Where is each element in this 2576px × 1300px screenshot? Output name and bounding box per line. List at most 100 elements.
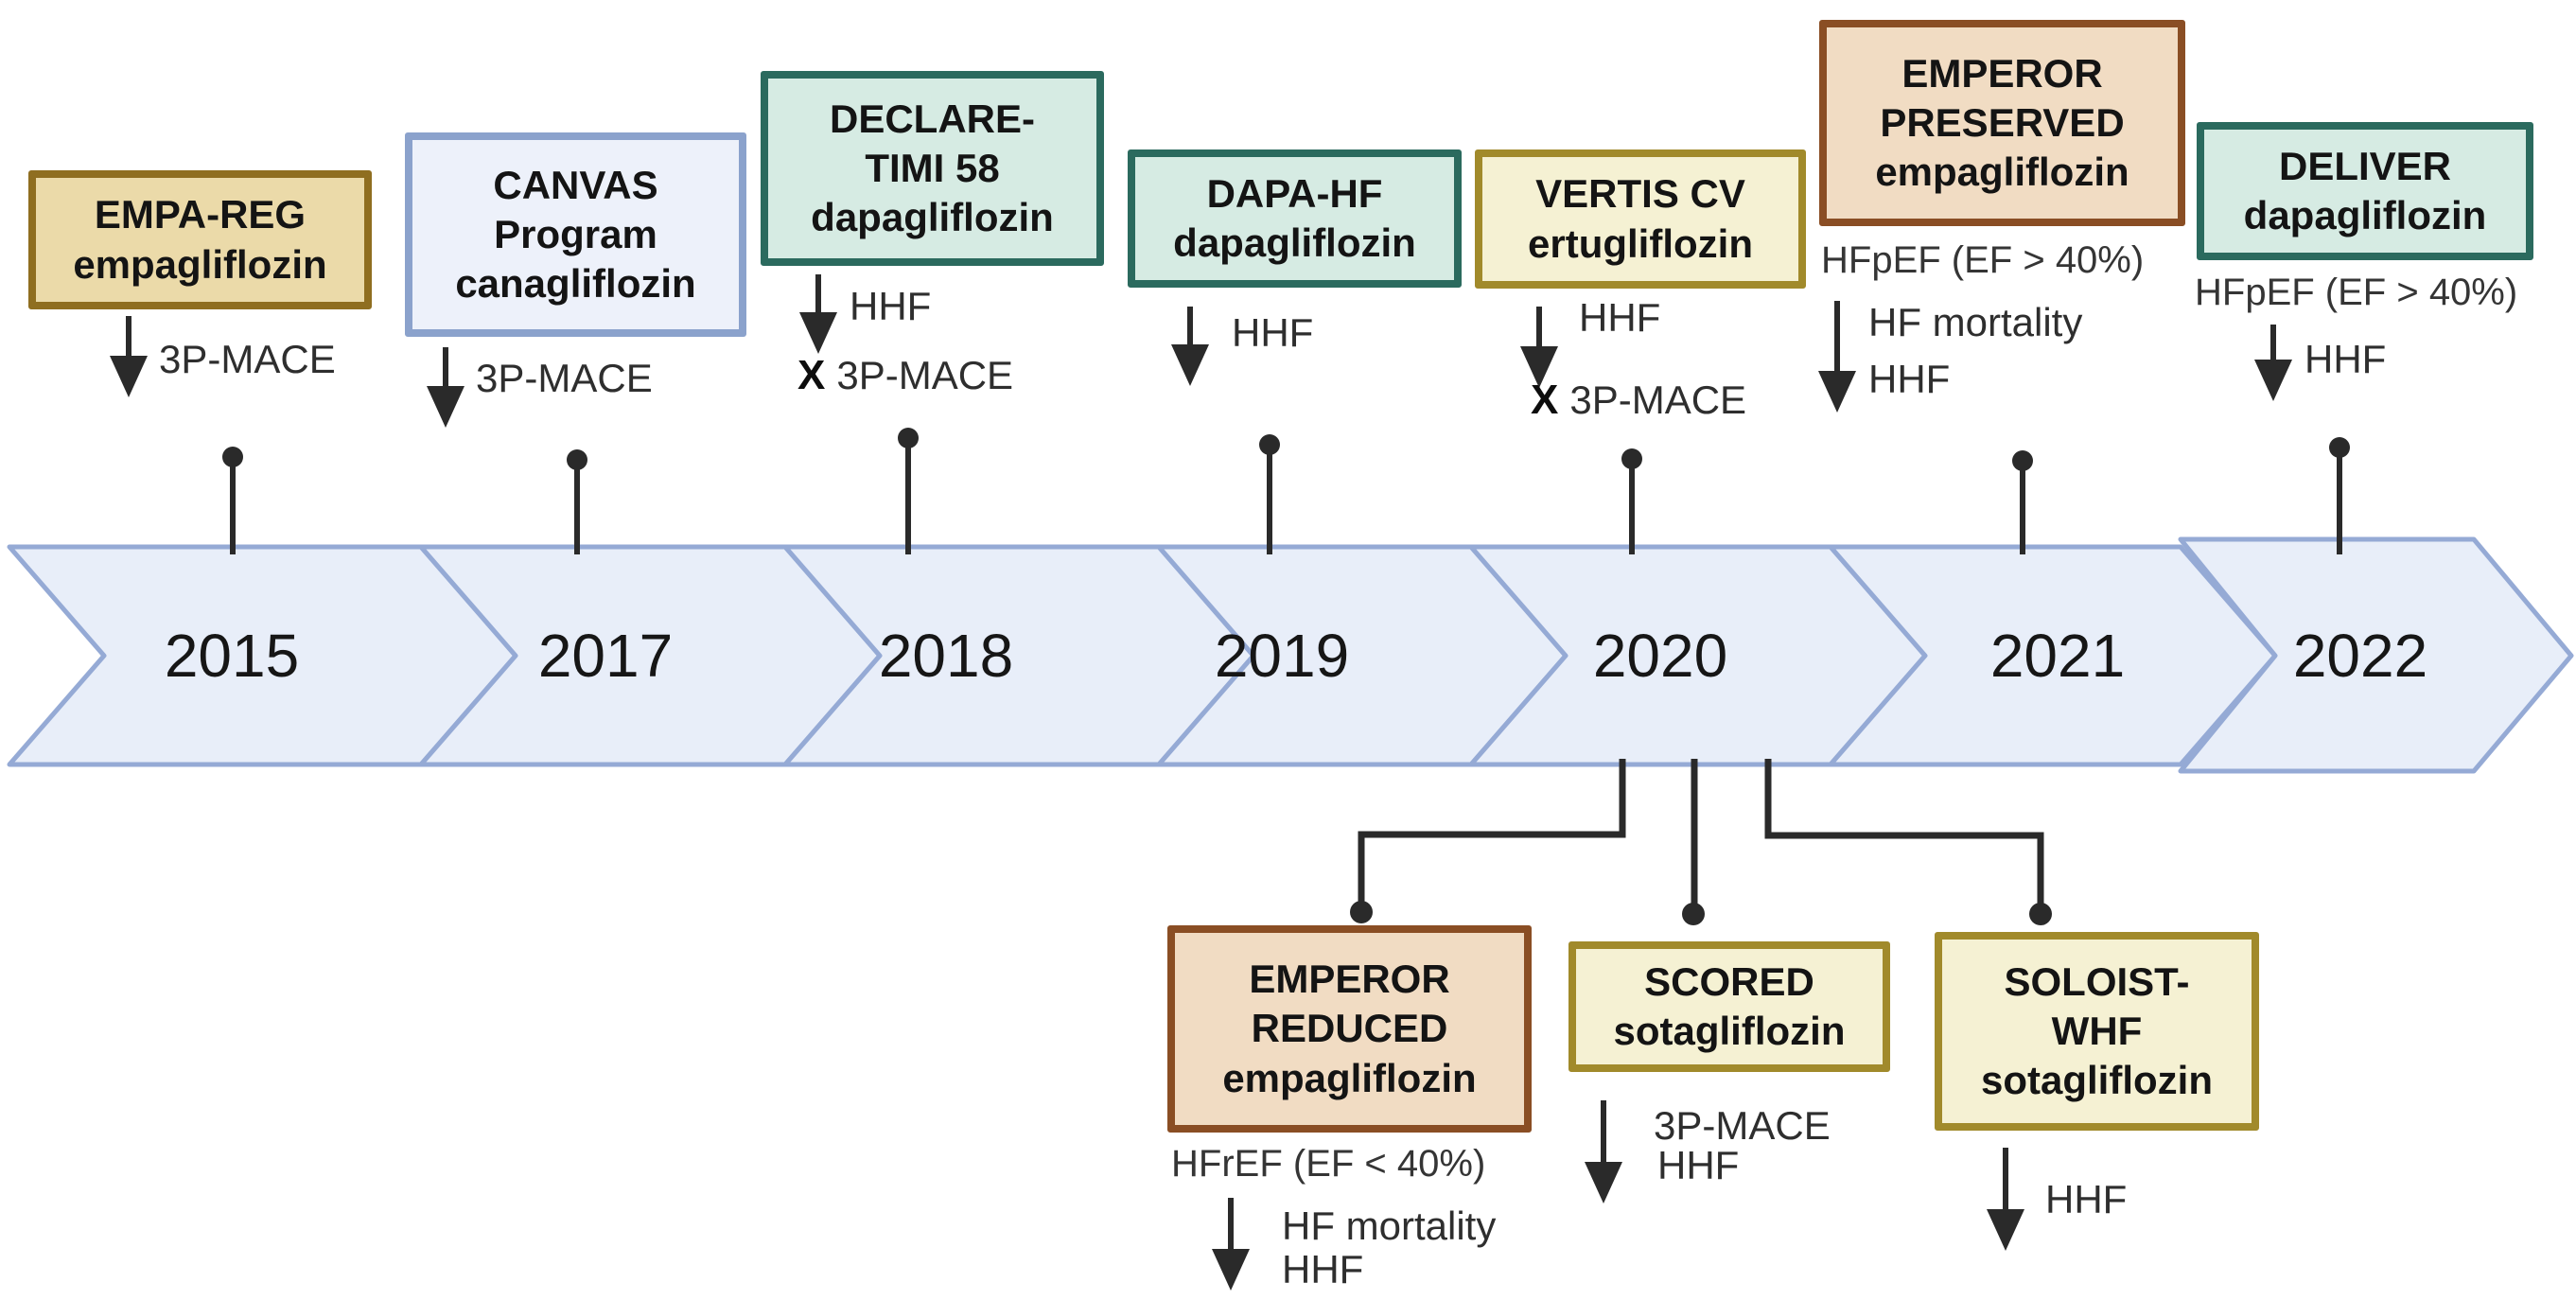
outcome-label-text: HF mortality xyxy=(1868,300,2083,344)
outcome-label-vertis-cv: HHF xyxy=(1579,295,1661,340)
outcome-label-emperor-reduced: HF mortality xyxy=(1282,1203,1497,1248)
year-label-2021: 2021 xyxy=(1990,622,2125,690)
down-arrow-head-emperor-preserved xyxy=(1818,371,1856,413)
trial-box-soloist-whf-line: sotagliflozin xyxy=(1981,1058,2213,1103)
no-benefit-x-mark: X xyxy=(797,352,826,398)
outcome-label-text: HF mortality xyxy=(1282,1203,1497,1248)
trial-box-scored-line: SCORED xyxy=(1644,958,1814,1004)
outcome-label-text: HHF xyxy=(1657,1143,1740,1187)
pin-dot-2015 xyxy=(222,447,243,467)
year-label-2019: 2019 xyxy=(1215,622,1349,690)
pin-dot-2022 xyxy=(2329,437,2350,458)
trial-box-scored-line: sotagliflozin xyxy=(1613,1009,1846,1053)
trial-box-vertis-cv-line: VERTIS CV xyxy=(1535,171,1745,217)
down-arrow-head-emperor-reduced xyxy=(1212,1249,1250,1291)
year-label-2018: 2018 xyxy=(879,622,1013,690)
trial-box-emperor-reduced-line: EMPEROR xyxy=(1249,957,1450,1002)
year-label-2015: 2015 xyxy=(165,622,299,690)
outcome-label-emperor-preserved: HF mortality xyxy=(1868,300,2083,344)
outcome-label-text: HFpEF (EF > 40%) xyxy=(1821,239,2145,281)
down-arrow-head-scored xyxy=(1585,1162,1622,1203)
outcome-label-emperor-preserved: HHF xyxy=(1868,357,1951,401)
outcome-label-canvas: 3P-MACE xyxy=(476,356,653,400)
timeline-chevron-2021 xyxy=(1828,544,2278,767)
down-arrow-head-vertis-cv xyxy=(1520,346,1558,388)
outcome-label-text: HHF xyxy=(1868,357,1951,401)
timeline-chevron-2022 xyxy=(2178,536,2574,774)
connector-dot-soloist-whf xyxy=(2029,903,2052,925)
trial-box-canvas-line: canagliflozin xyxy=(455,261,696,307)
outcome-label-text: HFrEF (EF < 40%) xyxy=(1171,1143,1486,1185)
outcome-label-empa-reg: 3P-MACE xyxy=(159,337,336,381)
trial-box-empa-reg-line: EMPA-REG xyxy=(94,192,307,237)
outcome-label-text: 3P-MACE xyxy=(836,353,1014,397)
down-arrow-head-dapa-hf xyxy=(1171,344,1209,386)
down-arrow-head-soloist-whf xyxy=(1987,1209,2024,1251)
outcome-label-text: 3P-MACE xyxy=(476,356,653,400)
outcome-label-emperor-reduced: HHF xyxy=(1282,1247,1364,1291)
pin-dot-2018 xyxy=(898,428,919,448)
down-arrow-head-empa-reg xyxy=(110,356,148,397)
pin-dot-2021 xyxy=(2012,450,2033,471)
year-label-2022: 2022 xyxy=(2293,622,2427,690)
connector-dot-emperor-reduced xyxy=(1350,901,1373,923)
outcome-label-text: 3P-MACE xyxy=(159,337,336,381)
no-benefit-x-mark: X xyxy=(1531,377,1559,423)
down-arrow-head-deliver xyxy=(2254,360,2292,401)
trial-box-empa-reg-line: empagliflozin xyxy=(73,241,327,287)
outcome-label-scored: 3P-MACE xyxy=(1654,1103,1831,1148)
trial-box-emperor-reduced-line: empagliflozin xyxy=(1222,1055,1477,1100)
trial-box-soloist-whf-line: WHF xyxy=(2051,1008,2143,1053)
outcome-label-text: HHF xyxy=(1232,310,1314,355)
outcome-label-dapa-hf: HHF xyxy=(1232,310,1314,355)
trial-box-dapa-hf-line: dapagliflozin xyxy=(1173,220,1416,265)
trial-box-vertis-cv-line: ertugliflozin xyxy=(1528,220,1753,266)
outcome-label-text: HHF xyxy=(2304,337,2387,381)
outcome-label-text: 3P-MACE xyxy=(1569,378,1747,422)
connector-soloist-whf xyxy=(1764,759,2044,906)
trial-box-canvas-line: CANVAS xyxy=(493,162,658,207)
down-arrow-head-declare-timi-58 xyxy=(799,312,837,354)
trial-box-declare-timi-58-line: TIMI 58 xyxy=(865,145,1000,190)
year-label-2017: 2017 xyxy=(538,622,673,690)
outcome-label-text: HHF xyxy=(2045,1177,2128,1221)
outcome-label-soloist-whf: HHF xyxy=(2045,1177,2128,1221)
outcome-label-text: HHF xyxy=(1579,295,1661,340)
trial-box-deliver: DELIVER dapagliflozin xyxy=(2197,122,2533,260)
down-arrow-head-canvas xyxy=(427,386,464,428)
trial-box-dapa-hf-line: DAPA-HF xyxy=(1206,170,1383,216)
trial-box-deliver-line: dapagliflozin xyxy=(2243,193,2487,237)
outcome-label-emperor-reduced: HFrEF (EF < 40%) xyxy=(1171,1144,1485,1184)
outcome-label-text: HHF xyxy=(850,284,932,328)
trial-box-canvas-line: Program xyxy=(494,211,657,256)
trial-box-scored: SCORED sotagliflozin xyxy=(1568,941,1890,1072)
outcome-label-scored: HHF xyxy=(1657,1143,1740,1187)
outcome-label-emperor-preserved: HFpEF (EF > 40%) xyxy=(1821,240,2144,280)
trial-box-deliver-line: DELIVER xyxy=(2278,143,2452,188)
outcome-label-declare-timi-58: HHF xyxy=(850,284,932,328)
trial-box-emperor-reduced-line: REDUCED xyxy=(1251,1006,1448,1051)
year-label-2020: 2020 xyxy=(1593,622,1727,690)
trial-box-soloist-whf: SOLOIST-WHF sotagliflozin xyxy=(1935,932,2259,1131)
outcome-label-text: HHF xyxy=(1282,1247,1364,1291)
pin-dot-2019 xyxy=(1259,434,1280,455)
outcome-label-deliver: HFpEF (EF > 40%) xyxy=(2195,272,2517,312)
outcome-label-text: HFpEF (EF > 40%) xyxy=(2195,272,2518,313)
trial-box-soloist-whf-line: SOLOIST- xyxy=(2004,958,2190,1004)
outcome-label-text: 3P-MACE xyxy=(1654,1103,1831,1148)
pin-dot-2017 xyxy=(567,449,587,470)
trial-box-declare-timi-58-line: dapagliflozin xyxy=(811,195,1054,240)
outcome-label-deliver: HHF xyxy=(2304,337,2387,381)
connector-emperor-reduced xyxy=(1358,759,1626,905)
